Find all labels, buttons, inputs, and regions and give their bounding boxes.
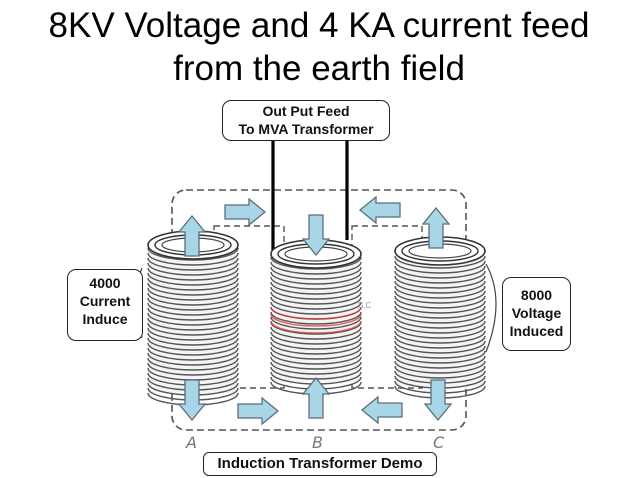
demo-caption: Induction Transformer Demo bbox=[203, 452, 437, 476]
arrow-down-leg-c-bottom bbox=[423, 379, 453, 422]
curve-right bbox=[485, 263, 497, 353]
arrow-down-leg-b-top bbox=[301, 214, 331, 257]
voltage-line-2: Voltage bbox=[511, 305, 562, 321]
arrow-right-top-left bbox=[224, 197, 267, 227]
arrow-up-leg-a-top bbox=[177, 214, 207, 257]
output-feed-line-2: To MVA Transformer bbox=[238, 121, 374, 137]
output-feed-line-1: Out Put Feed bbox=[262, 103, 350, 119]
arrow-left-top-right bbox=[358, 195, 401, 225]
output-feed-label: Out Put Feed To MVA Transformer bbox=[222, 100, 390, 141]
arrow-down-leg-a-bottom bbox=[177, 379, 207, 422]
voltage-line-3: Induced bbox=[509, 323, 564, 339]
title-line-2: from the earth field bbox=[173, 49, 465, 88]
leg-label-c: C bbox=[433, 433, 445, 452]
current-value: 4000 bbox=[89, 275, 121, 291]
arrow-up-leg-b-bottom bbox=[301, 376, 331, 419]
current-line-2: Current bbox=[79, 293, 131, 309]
voltage-induced-label: 8000 Voltage Induced bbox=[502, 277, 571, 351]
current-induced-label: 4000 Current Induce bbox=[67, 269, 143, 341]
voltage-value: 8000 bbox=[520, 287, 553, 303]
title-line-1: 8KV Voltage and 4 KA current feed bbox=[48, 6, 590, 45]
current-line-3: Induce bbox=[82, 311, 128, 327]
arrow-up-leg-c-top bbox=[421, 206, 451, 249]
arrow-right-bottom-left bbox=[237, 396, 280, 426]
arrow-left-bottom-right bbox=[360, 395, 403, 425]
leg-label-b: B bbox=[312, 433, 323, 452]
coil-a bbox=[147, 230, 239, 406]
coil-b bbox=[270, 239, 362, 395]
leg-label-a: A bbox=[186, 433, 197, 452]
coil-c bbox=[394, 236, 486, 399]
sc-label: S.C bbox=[358, 301, 372, 310]
